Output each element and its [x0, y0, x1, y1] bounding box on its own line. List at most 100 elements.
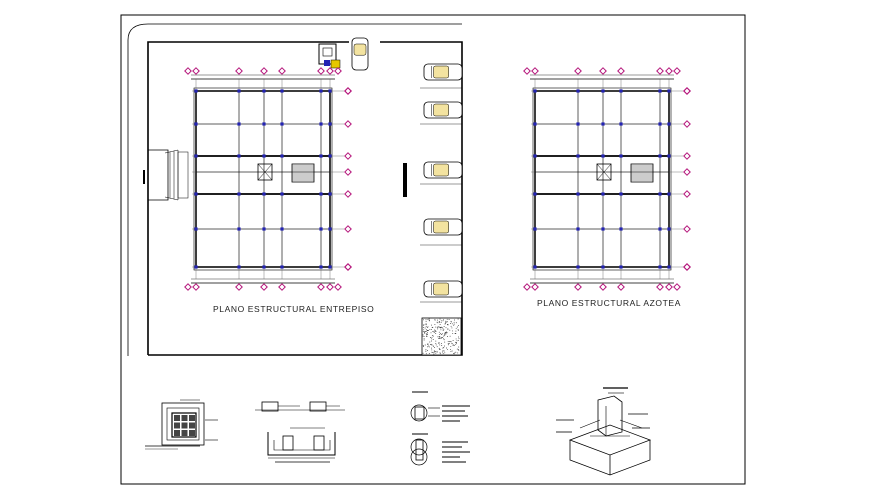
detail-isometric-footing — [556, 387, 652, 476]
hatch-dot — [439, 336, 441, 338]
hatch-dot — [450, 348, 452, 350]
hatch-dot — [432, 339, 434, 340]
hatch-dot — [455, 333, 457, 334]
hatch-dot — [442, 351, 443, 353]
hatch-dot — [445, 333, 447, 335]
column-marker — [619, 154, 623, 158]
hatch-dot — [440, 321, 442, 323]
hatch-dot — [422, 331, 424, 333]
hatch-dot — [449, 329, 451, 331]
hatch-dot — [443, 347, 445, 348]
detail-cell — [174, 422, 180, 429]
hatch-dot — [447, 328, 449, 330]
column-marker — [237, 192, 241, 196]
axis-bubble — [665, 283, 673, 291]
void-cross — [596, 163, 612, 181]
axis-bubble — [344, 152, 352, 160]
detail-cell — [181, 430, 188, 436]
hatch-dot — [432, 335, 434, 337]
column-marker — [601, 89, 605, 93]
hatch-dot — [436, 319, 438, 321]
axis-bubble — [574, 283, 582, 291]
hatch-dot — [423, 319, 424, 321]
hatch-dot — [434, 324, 436, 326]
column-marker — [280, 154, 284, 158]
hatch-dot — [443, 326, 445, 327]
hatch-dot — [425, 329, 427, 331]
hatch-dot — [428, 318, 430, 320]
hatch-dot — [423, 327, 424, 329]
axis-bubble — [656, 67, 664, 75]
axis-bubble — [344, 263, 352, 271]
axis-bubble — [278, 67, 286, 75]
hatch-dot — [439, 344, 441, 346]
axis-bubble — [278, 283, 286, 291]
hatch-dot — [437, 336, 439, 338]
column-marker — [319, 89, 323, 93]
sheet-frame — [120, 14, 746, 485]
hatch-dot — [452, 340, 454, 341]
detail-cell — [189, 422, 195, 429]
hatch-dot — [458, 336, 459, 338]
hatch-dot — [458, 349, 460, 351]
hatch-dot — [424, 332, 426, 334]
hatch-dot — [446, 321, 448, 323]
hatch-dot — [455, 343, 457, 345]
void-outline — [257, 163, 273, 181]
detail-cell — [181, 422, 188, 429]
hatch-dot — [442, 330, 444, 332]
car-cabin — [433, 282, 449, 296]
hatch-dot — [436, 346, 438, 348]
hatch-dot — [425, 334, 427, 336]
car-icon — [423, 280, 463, 298]
axis-bubble — [184, 67, 192, 75]
hatch-dot — [432, 352, 434, 353]
planter-hatch — [422, 318, 460, 355]
column-marker — [533, 192, 537, 196]
column-marker — [576, 192, 580, 196]
hatch-dot — [435, 343, 437, 345]
hatch-dot — [448, 319, 450, 320]
hatch-dot — [454, 333, 456, 334]
hatch-dot — [448, 342, 450, 344]
hatch-dot — [440, 329, 442, 331]
hatch-dot — [456, 348, 458, 350]
hatch-dot — [438, 326, 439, 328]
hatch-dot — [439, 327, 441, 329]
axis-bubble — [617, 283, 625, 291]
hatch-dot — [430, 332, 432, 334]
column-marker — [533, 265, 537, 269]
column-marker — [667, 89, 671, 93]
hatch-dot — [457, 318, 459, 320]
column-marker — [262, 122, 266, 126]
hatch-dot — [424, 327, 426, 329]
column-marker — [667, 227, 671, 231]
column-marker — [601, 265, 605, 269]
axis-bubble — [617, 67, 625, 75]
hatch-dot — [439, 324, 441, 325]
column-marker — [319, 122, 323, 126]
column-marker — [194, 265, 198, 269]
axis-bubble — [344, 87, 352, 95]
axis-bubble — [673, 67, 681, 75]
axis-bubble — [192, 67, 200, 75]
axis-bubble — [344, 190, 352, 198]
hatch-dot — [438, 337, 439, 339]
column-marker — [576, 122, 580, 126]
column-marker — [601, 227, 605, 231]
hatch-dot — [457, 329, 459, 331]
hatch-dot — [453, 321, 455, 323]
hatch-dot — [451, 327, 453, 329]
plan-title-entrepiso: PLANO ESTRUCTURAL ENTREPISO — [213, 304, 375, 314]
hatch-dot — [439, 318, 441, 320]
hatch-dot — [432, 330, 434, 332]
hatch-dot — [439, 333, 441, 335]
column-marker — [658, 122, 662, 126]
hatch-dot — [443, 339, 445, 341]
detail-cell — [189, 415, 195, 421]
car-icon — [423, 63, 463, 81]
shaft-void — [257, 163, 273, 181]
hatch-dot — [450, 345, 452, 347]
hatch-dot — [456, 342, 457, 344]
detail-cell — [174, 415, 180, 421]
